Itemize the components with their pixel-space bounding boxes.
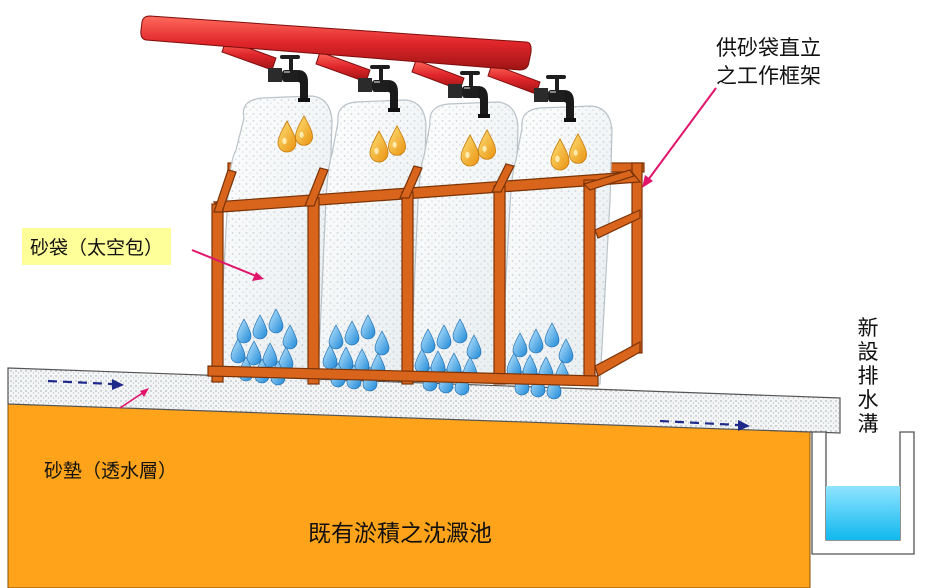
pointer-bag [191, 249, 264, 281]
pointer-sand [119, 388, 149, 409]
sand-cushion-label: 砂墊（透水層） [44, 460, 178, 482]
water-drop-icon [452, 318, 468, 344]
water-drop-icon [544, 322, 560, 348]
water-drop-icon [236, 318, 252, 344]
work-frame [207, 163, 642, 387]
water-pipe [140, 15, 541, 95]
water-drop-icon [344, 320, 360, 346]
pointer-frame [642, 87, 717, 188]
water-drop-icon [558, 338, 574, 364]
water-drop-icon [374, 330, 390, 356]
water-drop-icon [268, 308, 284, 334]
sand-cushion-layer [7, 367, 841, 434]
water-drop-icon [246, 340, 262, 366]
pond-label: 既有淤積之沈澱池 [308, 521, 492, 547]
frame-label: 供砂袋直立之工作框架 [716, 36, 821, 88]
water-drop-icon [466, 334, 482, 360]
water-drop-icon [512, 332, 528, 358]
water-drop-icon [230, 338, 246, 364]
drain-ditch-label: 新設排水溝 [857, 316, 879, 436]
water-drop-icon [546, 374, 562, 400]
sandbag [317, 99, 427, 377]
water-drop-icon [360, 314, 376, 340]
water-drop-icon [436, 324, 452, 350]
water-drop-icon [528, 328, 544, 354]
sediment-pond-body [7, 401, 811, 588]
water-drop-icon [420, 328, 436, 354]
flow-arrow-left [47, 379, 124, 390]
sandbag-label: 砂袋（太空包） [22, 228, 172, 265]
water-drop-icon [282, 324, 298, 350]
water-drop-icon [328, 324, 344, 350]
sandbag [217, 95, 333, 373]
sandbag [409, 101, 519, 381]
flow-arrow-right [659, 419, 750, 431]
ditch-water [826, 486, 900, 540]
water-drop-icon [252, 314, 268, 340]
drainage-ditch [811, 431, 915, 555]
